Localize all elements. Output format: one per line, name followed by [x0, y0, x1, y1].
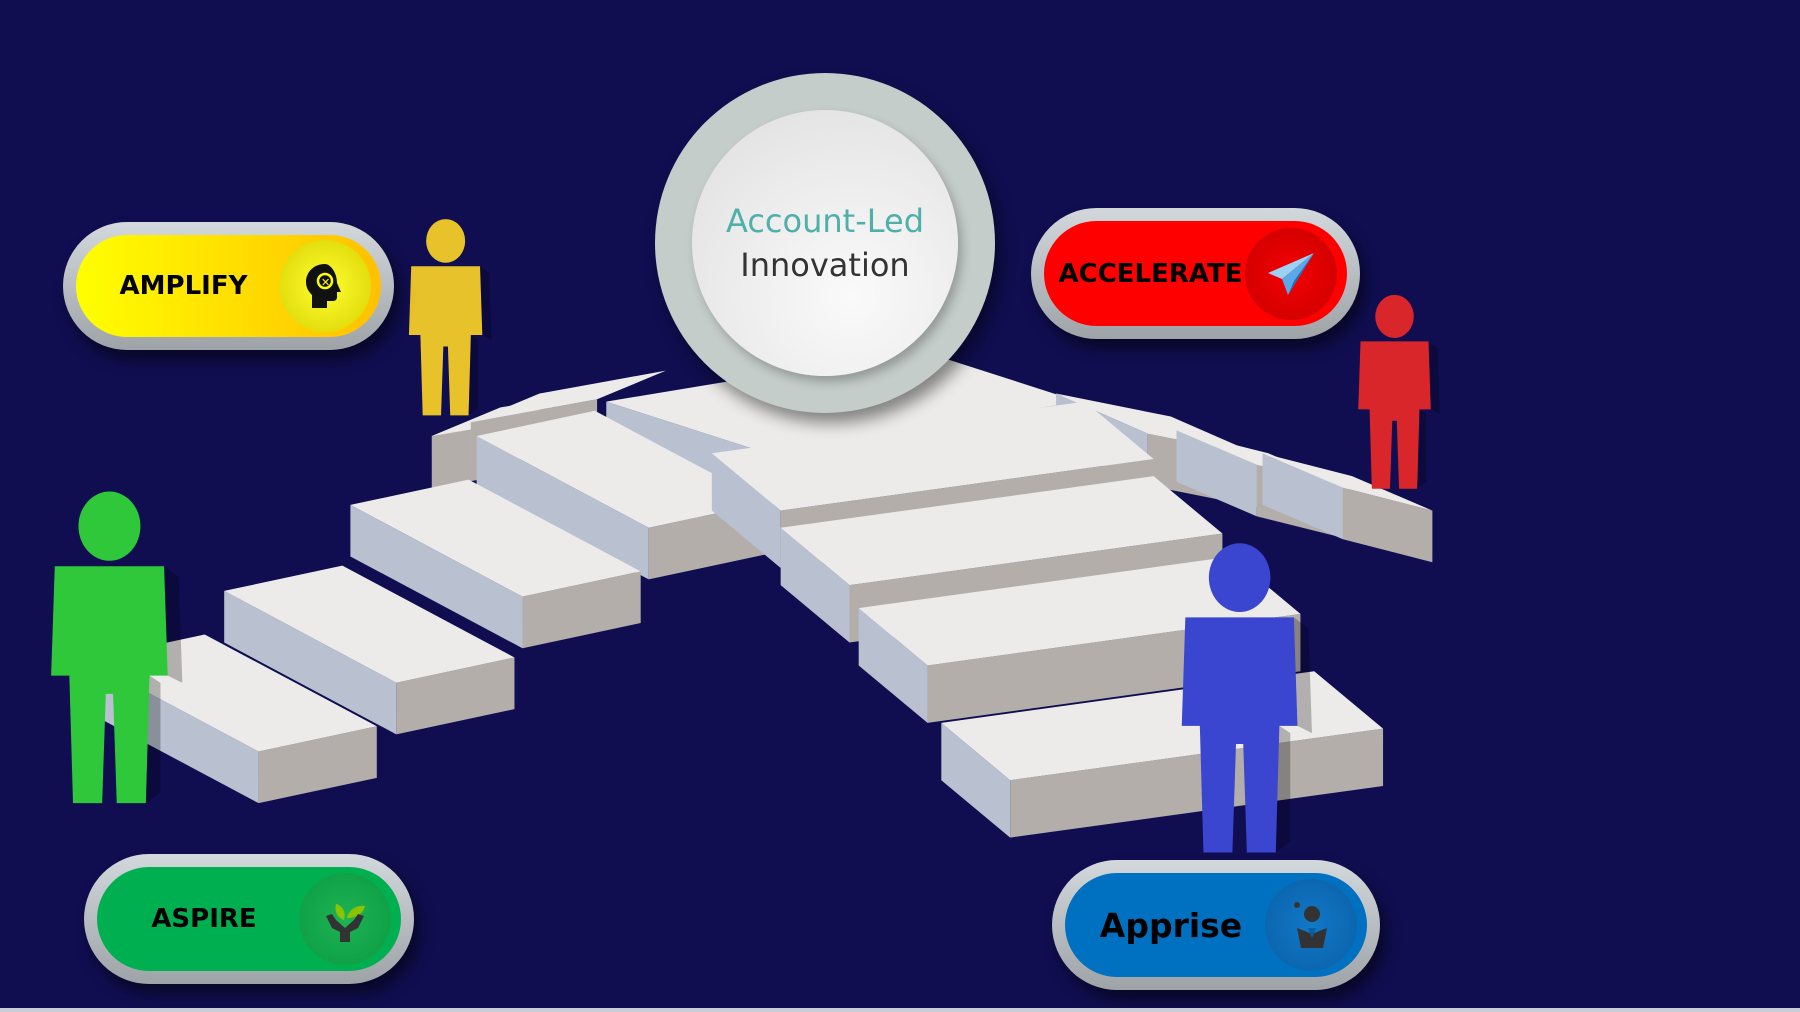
accelerate-pill[interactable]: ACCELERATE [1031, 208, 1360, 339]
head-idea-icon: ✕ [279, 240, 371, 332]
center-inner-disc: Account-Led Innovation [692, 110, 958, 376]
stair-upper-right-2-side [1176, 430, 1257, 517]
stair-left-1-side [476, 436, 649, 580]
hands-plant-icon [299, 873, 391, 965]
stair-upper-left-2-top [470, 370, 666, 423]
figures [51, 219, 1440, 853]
amplify-pill[interactable]: AMPLIFY ✕ [63, 222, 394, 350]
center-title-line2: Innovation [740, 246, 910, 284]
stair-left-2-top [350, 479, 641, 597]
stair-left-4-front [258, 726, 377, 804]
stair-upper-right-3-front [1342, 487, 1433, 563]
stair-left-2-front [522, 571, 641, 649]
stair-right-4-side [941, 722, 1011, 838]
svg-text:✕: ✕ [321, 276, 330, 289]
stair-right-4-front [1010, 728, 1384, 838]
stair-right-1-side [711, 453, 781, 568]
stair-right-2-top [780, 476, 1223, 586]
stair-right-3-top [858, 556, 1301, 666]
apprise-label: Apprise [1099, 905, 1243, 945]
businessman-idea-icon [1265, 879, 1357, 971]
aspire-label: ASPIRE [151, 904, 257, 934]
apprise-pill[interactable]: Apprise [1052, 860, 1380, 990]
stair-left-3-front [396, 657, 515, 735]
stair-right-2-side [780, 527, 850, 643]
red-person-figure [1358, 294, 1440, 489]
stair-left-2-side [350, 504, 523, 649]
center-circle: Account-Led Innovation [655, 73, 995, 413]
stair-upper-right-3-top [1262, 453, 1433, 511]
stair-left-1-top [476, 410, 767, 528]
stair-left-3-side [224, 590, 397, 735]
bottom-border [0, 1008, 1800, 1012]
paper-plane-icon [1245, 227, 1337, 320]
aspire-pill[interactable]: ASPIRE [84, 854, 414, 984]
amplify-label: AMPLIFY [119, 271, 248, 301]
yellow-person-figure [408, 219, 492, 416]
blue-person-figure [1181, 543, 1312, 853]
stair-right-3-side [858, 608, 928, 723]
accelerate-label: ACCELERATE [1058, 258, 1243, 289]
stair-right-1-top [711, 401, 1154, 511]
stair-upper-right-3-side [1262, 453, 1343, 540]
stair-left-3-top [224, 565, 515, 683]
green-person-figure [51, 491, 183, 804]
staircase [86, 349, 1433, 838]
center-title-line1: Account-Led [725, 202, 924, 240]
